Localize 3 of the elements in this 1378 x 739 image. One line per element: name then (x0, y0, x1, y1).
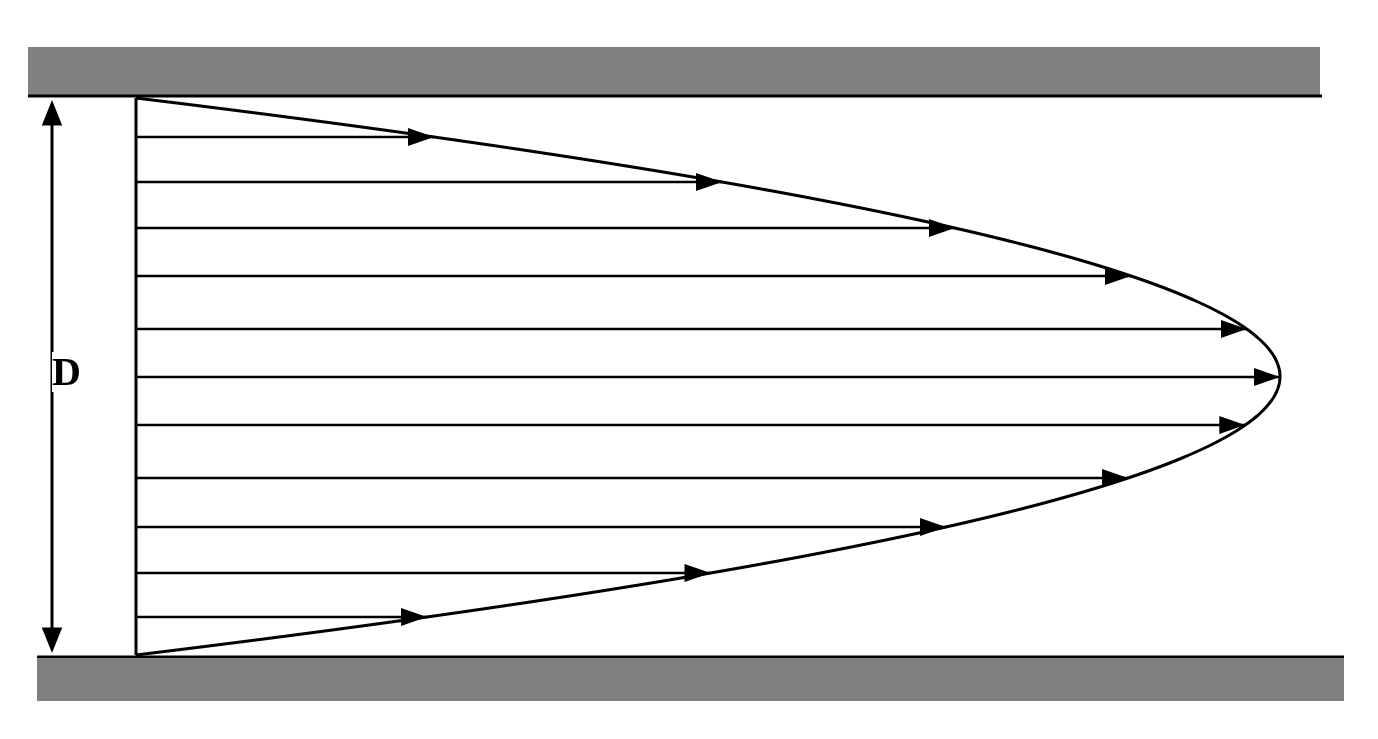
dimension-label: D (52, 352, 81, 392)
wall-bar (37, 655, 1344, 701)
wall-bar (28, 47, 1322, 98)
